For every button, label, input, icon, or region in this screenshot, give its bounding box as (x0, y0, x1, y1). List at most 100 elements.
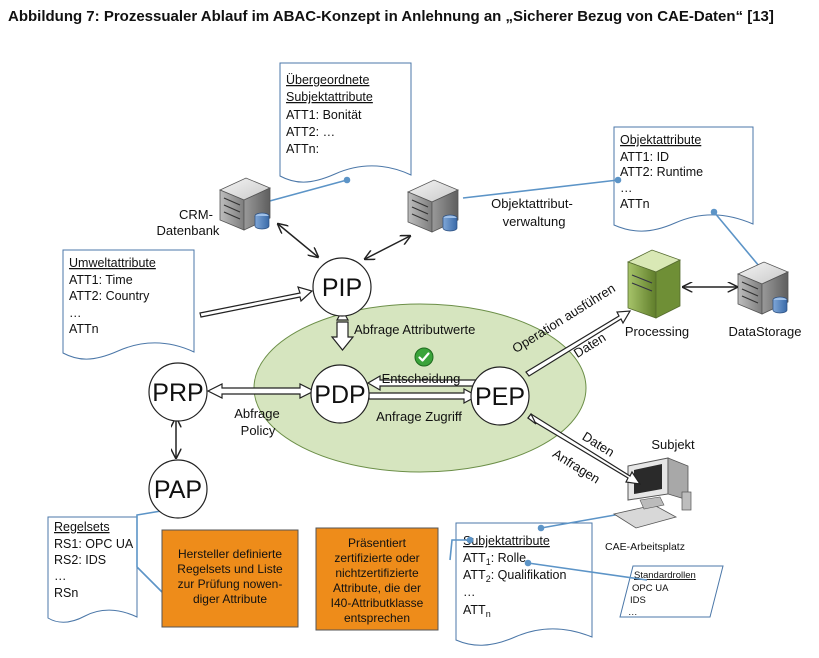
processing-server-icon (626, 249, 682, 319)
objektattribut-label: verwaltung (503, 214, 566, 229)
doc-line: RS2: IDS (54, 553, 106, 567)
label-daten-subjekt: Daten (580, 429, 617, 460)
doc-line: … (620, 181, 633, 195)
doc-standardrollen: Standardrollen OPC UA IDS … (619, 565, 724, 618)
doc-line: ATTn (620, 197, 650, 211)
note-line: Präsentiert (348, 536, 407, 550)
node-label: PEP (475, 383, 525, 411)
figure-title: Abbildung 7: Prozessualer Ablauf im ABAC… (8, 8, 774, 25)
doc-line: … (54, 569, 67, 583)
doc-line: ATT1: ID (620, 150, 669, 164)
node-label: PRP (152, 379, 203, 407)
arrow-pep-subjekt (527, 413, 642, 485)
label-abfrage-policy: Abfrage (234, 406, 280, 421)
arrow-pip-pdp-down (330, 321, 355, 351)
note-line: zur Prüfung nowen- (178, 577, 283, 591)
doc-umweltattribute: Umweltattribute ATT1: Time ATT2: Country… (62, 249, 195, 360)
node-pip: PIP (312, 257, 372, 317)
doc-line: … (69, 306, 82, 320)
doc-line: IDS (630, 595, 646, 606)
objektattribut-label: Objektattribut- (491, 196, 573, 211)
connector-dot (710, 208, 718, 216)
note-praesentiert: Präsentiert zertifizierte oder nichtzert… (315, 527, 439, 631)
doc-line: … (628, 607, 638, 618)
black-arrows (176, 224, 737, 458)
doc-line: ATTn (69, 322, 99, 336)
doc-line: ATT2: Qualifikation (463, 568, 566, 584)
doc-line: RSn (54, 586, 78, 600)
doc-line: RS1: OPC UA (54, 537, 134, 551)
doc-heading: Objektattribute (620, 133, 701, 147)
workstation-icon (612, 457, 692, 529)
connector-dot (466, 536, 474, 544)
note-line: Hersteller definierte (178, 547, 282, 561)
crm-label: Datenbank (157, 223, 220, 238)
doc-heading: Standardrollen (634, 570, 696, 581)
doc-heading: Subjektattribute (463, 534, 550, 548)
doc-line: ATTn (463, 603, 491, 619)
node-pdp: PDP (310, 364, 370, 424)
connector-line (449, 539, 470, 561)
doc-line: ATT2: Runtime (620, 165, 703, 179)
crm-label: CRM- (179, 207, 213, 222)
processing-label: Processing (625, 324, 689, 339)
doc-line: ATT2: Country (69, 289, 150, 303)
note-line: Regelsets und Liste (177, 562, 283, 576)
arrow-umwelt-pip (199, 286, 314, 318)
note-line: I40-Attributklasse (331, 596, 424, 610)
note-line: nichtzertifizierte (335, 566, 419, 580)
subjekt-label: Subjekt (651, 437, 695, 452)
note-line: diger Attribute (193, 592, 267, 606)
doc-line: ATT1: Rolle (463, 551, 526, 567)
doc-line: ATT2: … (286, 125, 335, 139)
datastorage-server-icon (737, 261, 789, 315)
doc-line: ATT1: Bonität (286, 108, 362, 122)
doc-heading: Subjektattribute (286, 90, 373, 104)
doc-line: ATT1: Time (69, 273, 133, 287)
doc-regelsets: Regelsets RS1: OPC UA RS2: IDS … RSn (47, 516, 138, 623)
objektattribut-server-icon (407, 179, 459, 233)
label-anfrage-zugriff: Anfrage Zugriff (376, 409, 462, 424)
node-prp: PRP (148, 362, 208, 422)
connector-line (527, 562, 648, 581)
doc-heading: Regelsets (54, 520, 110, 534)
label-anfragen: Anfragen (550, 446, 603, 487)
crm-server-icon (219, 177, 271, 231)
connector-dot (343, 176, 351, 184)
node-pep: PEP (470, 366, 530, 426)
note-line: zertifizierte oder (334, 551, 419, 565)
note-line: entsprechen (344, 611, 410, 625)
datastorage-label: DataStorage (729, 324, 802, 339)
label-abfrage-policy: Policy (241, 423, 276, 438)
doc-subjektattribute: Subjektattribute ATT1: Rolle ATT2: Quali… (455, 522, 593, 646)
doc-heading: Übergeordnete (286, 73, 369, 87)
connector-dot (537, 524, 545, 532)
label-abfrage-attributwerte: Abfrage Attributwerte (354, 322, 475, 337)
note-line: Attribute, die der (333, 581, 421, 595)
node-label: PDP (314, 381, 365, 409)
node-label: PAP (154, 476, 202, 504)
node-pap: PAP (148, 459, 208, 519)
node-label: PIP (322, 274, 362, 302)
arrow-pep-pdp (366, 374, 477, 392)
arrow-crm-pip (278, 224, 318, 257)
arrow-objekt-pip (365, 236, 410, 259)
arrow-pdp-pep (368, 387, 479, 405)
label-entscheidung: Entscheidung (382, 371, 461, 386)
arrow-subjekt-pep-head (527, 412, 537, 425)
connector-dot (524, 559, 532, 567)
doc-heading: Umweltattribute (69, 256, 156, 270)
doc-line: ATTn: (286, 142, 319, 156)
arrow-pep-processing (525, 310, 632, 377)
connector-line (713, 211, 765, 273)
note-hersteller: Hersteller definierte Regelsets und List… (161, 529, 299, 628)
workstation-label: CAE-Arbeitsplatz (605, 541, 685, 553)
hollow-arrows (199, 286, 642, 485)
doc-line: … (463, 585, 476, 599)
connector-dot (614, 176, 622, 184)
doc-objektattribute: Objektattribute ATT1: ID ATT2: Runtime …… (613, 126, 754, 232)
check-icon (414, 347, 434, 367)
doc-uebergeordnete-subjektattribute: Übergeordnete Subjektattribute ATT1: Bon… (279, 62, 412, 183)
doc-line: OPC UA (632, 583, 669, 594)
